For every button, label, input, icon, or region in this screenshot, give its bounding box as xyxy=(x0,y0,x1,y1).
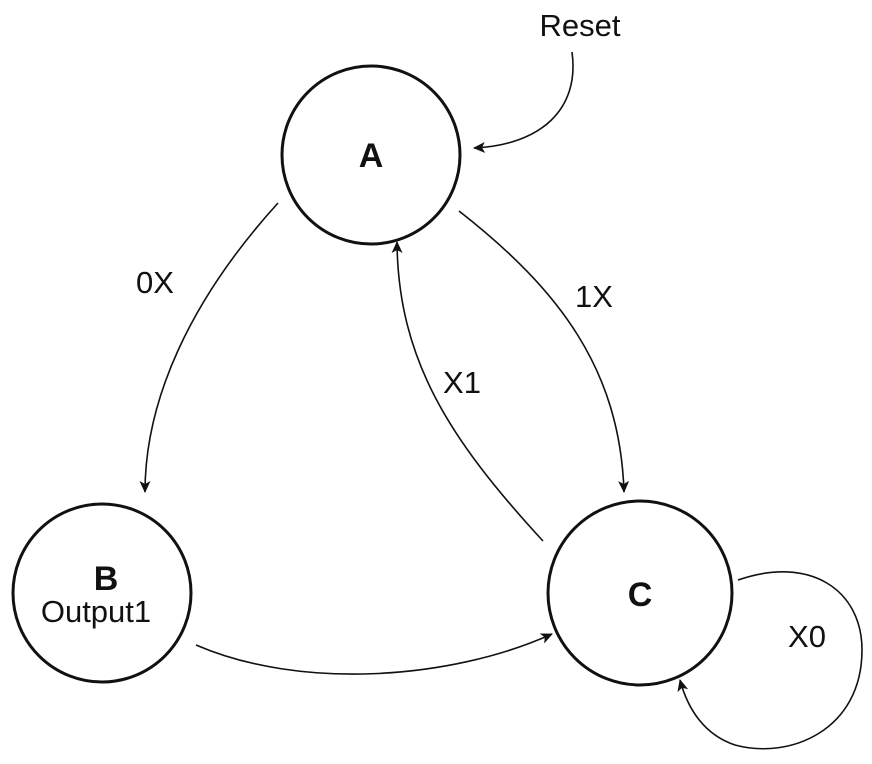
state-a-name: A xyxy=(359,137,384,175)
transition-c-to-a xyxy=(391,241,544,542)
transition-a-to-c xyxy=(458,210,630,493)
state-c: C xyxy=(546,499,734,687)
transition-c-self-loop xyxy=(677,571,863,750)
state-c-circle xyxy=(546,499,734,687)
transition-a-to-b xyxy=(139,202,279,493)
transition-a-to-c-label: 1X xyxy=(575,279,613,314)
state-a-circle xyxy=(280,64,462,246)
transition-c-self-loop-label: X0 xyxy=(788,619,826,654)
transition-c-to-a-label: X1 xyxy=(443,365,481,400)
state-b-name: B xyxy=(94,560,119,598)
state-a: A xyxy=(280,64,462,246)
state-b: B Output1 xyxy=(11,502,193,684)
transition-a-to-b-label: 0X xyxy=(136,265,174,300)
reset-label: Reset xyxy=(540,8,621,43)
state-c-name: C xyxy=(628,576,653,614)
state-b-output: Output1 xyxy=(41,594,151,629)
state-b-circle xyxy=(11,502,193,684)
reset-arrow xyxy=(473,51,574,153)
transition-b-to-c xyxy=(195,633,553,675)
